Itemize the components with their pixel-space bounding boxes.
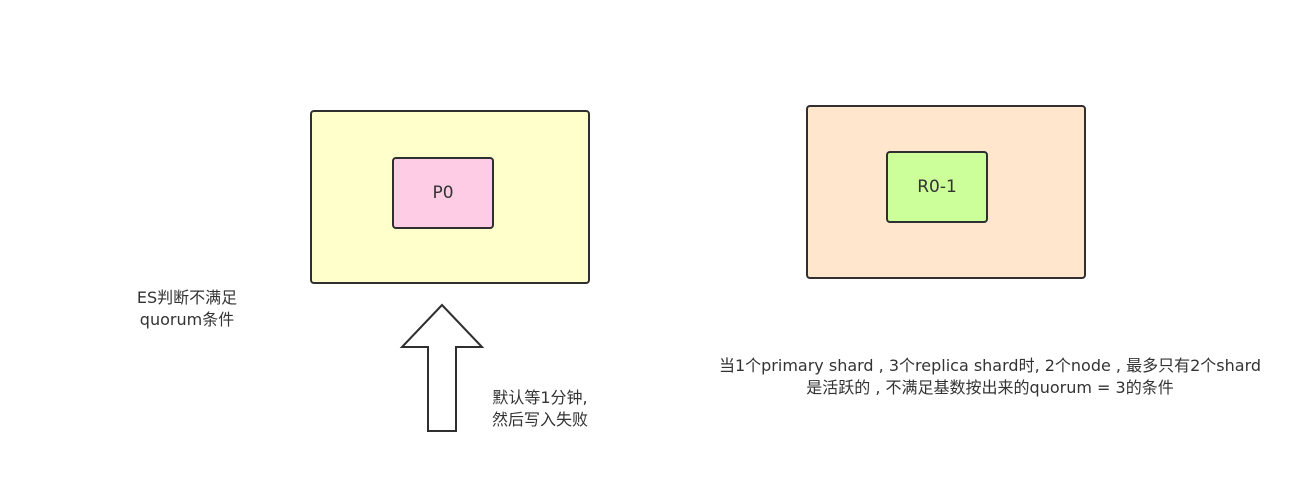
wait-failure-note-line1: 默认等1分钟, xyxy=(492,388,588,407)
node-1-box: P0 xyxy=(310,110,590,284)
replica-shard-label: R0-1 xyxy=(917,177,957,197)
quorum-explanation-line1: 当1个primary shard , 3个replica shard时, 2个n… xyxy=(718,356,1262,375)
primary-shard-label: P0 xyxy=(432,183,454,203)
up-arrow-icon xyxy=(399,303,485,432)
es-quorum-note: ES判断不满足 quorum条件 xyxy=(112,287,262,331)
quorum-explanation-note: 当1个primary shard , 3个replica shard时, 2个n… xyxy=(690,355,1290,399)
replica-shard-r0-1: R0-1 xyxy=(886,151,988,223)
wait-failure-note-line2: 然后写入失败 xyxy=(491,410,588,429)
wait-failure-note: 默认等1分钟, 然后写入失败 xyxy=(478,387,602,431)
es-quorum-note-line1: ES判断不满足 xyxy=(136,288,238,307)
es-quorum-note-line2: quorum条件 xyxy=(139,310,235,329)
quorum-explanation-line2: 是活跃的 , 不满足基数按出来的quorum = 3的条件 xyxy=(806,378,1174,397)
node-2-box: R0-1 xyxy=(806,105,1086,279)
primary-shard-p0: P0 xyxy=(392,157,494,229)
